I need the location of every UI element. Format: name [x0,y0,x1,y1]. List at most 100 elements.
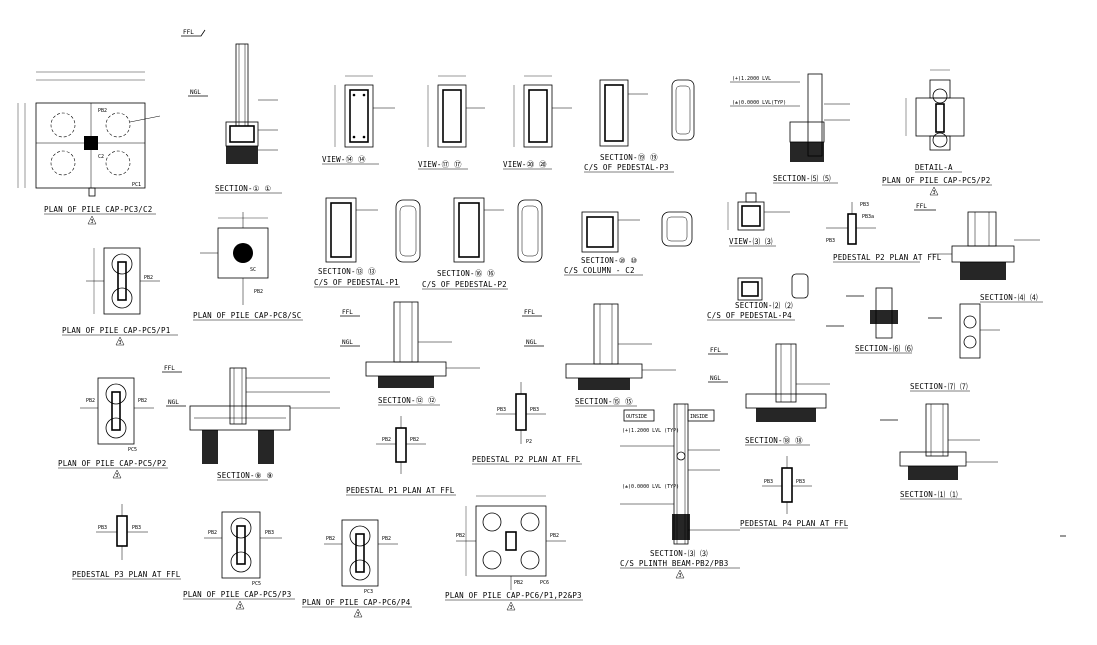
section-22: SECTION-⑵ ⑵ C/S OF PEDESTAL-P4 [707,273,809,321]
title-section-24: SECTION-⑷ ⑷ [980,292,1038,302]
label-c2: C2 [98,154,104,160]
title-plan-pc5-p2: PLAN OF PILE CAP-PC5/P2 [58,459,166,468]
section-15: FFL NGL SECTION-⑮ ⑮ [522,303,676,407]
section-23: OUTSIDE INSIDE (+)1.2000 LVL (TYP) (±)0.… [620,403,740,579]
title-plan-pc8: PLAN OF PILE CAP-PC8/SC [193,311,301,320]
pedestal-p3-plan: PB3 PB3 PEDESTAL P3 PLAN AT FFL [72,504,181,580]
section-26: SECTION-⑹ ⑹ [826,287,913,354]
label-ffl: FFL [342,309,353,316]
detail-a: DETAIL-A PLAN OF PILE CAP-PC5/P2 3 [882,69,992,196]
label-level-zero-typ: (±)0.0000 LVL (TYP) [622,484,679,490]
title-section-10: SECTION-⑩ ⑩ [581,256,637,265]
label-pb2: PB2 [382,536,391,542]
label-pb2: PB2 [138,398,147,404]
label-inside: INSIDE [690,414,708,420]
label-level-zero: (±)0.0000 LVL(TYP) [732,100,786,106]
label-pb2: PB2 [456,533,465,539]
label-pb2: PB2 [144,275,153,281]
title-pedestal-p1-plan: PEDESTAL P1 PLAN AT FFL [346,486,455,495]
title-plan-pc5-p1: PLAN OF PILE CAP-PC5/P1 [62,326,170,335]
pedestal-p1-plan: PB2 PB2 PEDESTAL P1 PLAN AT FFL [346,416,456,496]
label-pb3: PB3 [796,479,805,485]
title-plan-pc5-p2-top: PLAN OF PILE CAP-PC5/P2 [882,176,990,185]
label-p2: P2 [526,439,532,445]
view-23: VIEW-⑶ ⑶ [727,192,790,247]
sheet-marker: 3 [679,573,682,579]
label-pb3: PB3 [764,479,773,485]
section-24: FFL SECTION-⑷ ⑷ [914,203,1043,303]
label-ffl: FFL [524,309,535,316]
plan-pile-cap-pc5-p3: PB2 PB3 PC5 PLAN OF PILE CAP-PC5/P3 3 [183,511,295,610]
subtitle-section-13: C/S OF PEDESTAL-P1 [314,278,399,287]
title-plan-pc6-p123: PLAN OF PILE CAP-PC6/P1,P2&P3 [445,591,582,600]
plan-pile-cap-pc6-p123: PB2 PB2 PB2 PC6 PLAN OF PILE CAP-PC6/P1,… [445,495,583,611]
subtitle-section-22: C/S OF PEDESTAL-P4 [707,311,792,320]
section-9: FFL NGL SECTION-⑨ ⑨ [162,365,340,481]
label-pb2: PB2 [86,398,95,404]
pedestal-p2-plan: PB3 PB3 P2 PEDESTAL P2 PLAN AT FFL [472,382,582,465]
title-view-17: VIEW-⑰ ⑰ [418,160,462,169]
title-section-22: SECTION-⑵ ⑵ [735,300,793,310]
label-pc5: PC5 [128,447,137,453]
label-pb3: PB3 [530,407,539,413]
detail-small-right [928,303,1000,359]
label-pb3: PB3 [265,530,274,536]
label-pc5: PC5 [252,581,261,587]
label-ngl: NGL [710,375,721,382]
title-section-19: SECTION-⑲ ⑲ [600,153,658,162]
label-pb2: PB2 [254,289,263,295]
title-section-21: SECTION-⑴ ⑴ [900,489,958,499]
title-plan-pc5-p3: PLAN OF PILE CAP-PC5/P3 [183,590,291,599]
title-section-18: SECTION-⑱ ⑱ [745,436,803,445]
view-20: VIEW-⑳ ⑳ [503,75,572,170]
label-outside: OUTSIDE [626,414,647,420]
title-pedestal-p4-plan: PEDESTAL P4 PLAN AT FFL [740,519,849,528]
sheet-marker: 3 [510,605,513,611]
label-pc1: PC1 [132,182,141,188]
subtitle-section-16: C/S OF PEDESTAL-P2 [422,280,507,289]
plan-pile-cap-pc3: PB2 C2 PC1 PLAN OF PILE CAP-PC3/C2 3 [17,71,161,225]
label-pb2: PB2 [550,533,559,539]
title-section-25: SECTION-⑸ ⑸ [773,173,831,183]
title-plan-pc6-p4: PLAN OF PILE CAP-PC6/P4 [302,598,411,607]
label-pb2: PB2 [98,108,107,114]
label-pb3: PB3 [860,202,869,208]
title-view-14: VIEW-⑭ ⑭ [322,155,366,164]
section-19: SECTION-⑲ ⑲ C/S OF PEDESTAL-P3 [584,79,695,173]
title-pedestal-p2-plan: PEDESTAL P2 PLAN AT FFL [472,455,581,464]
plan-pile-cap-pc6-p4: PB2 PB2 PC3 PLAN OF PILE CAP-PC6/P4 3 [302,519,412,618]
title-section-9: SECTION-⑨ ⑨ [217,471,273,480]
title-section-16: SECTION-⑯ ⑯ [437,269,495,278]
label-pc3: PC3 [364,589,373,595]
section-25: (+)1.2000 LVL (±)0.0000 LVL(TYP) SECTION… [730,73,850,184]
label-sc: SC [250,267,256,273]
label-pb3: PB3 [826,238,835,244]
view-14: VIEW-⑭ ⑭ [322,75,395,165]
pedestal-p4-plan: PB3 PB3 PEDESTAL P4 PLAN AT FFL [740,456,849,529]
title-view-20: VIEW-⑳ ⑳ [503,160,547,169]
section-10: SECTION-⑩ ⑩ C/S COLUMN - C2 [564,211,693,276]
title-view-23: VIEW-⑶ ⑶ [729,236,773,246]
title-pedestal-p2-plan-top: PEDESTAL P2 PLAN AT FFL [833,253,942,262]
label-pb2: PB2 [410,437,419,443]
label-ffl: FFL [183,29,194,36]
section-16: SECTION-⑯ ⑯ C/S OF PEDESTAL-P2 [422,197,543,290]
plan-pile-cap-pc8: SC PB2 PLAN OF PILE CAP-PC8/SC [193,212,303,321]
label-pb3: PB3 [132,525,141,531]
label-pb2: PB2 [382,437,391,443]
title-section-12: SECTION-⑫ ⑫ [378,396,436,405]
subtitle-section-10: C/S COLUMN - C2 [564,266,635,275]
label-pb3: PB3 [497,407,506,413]
plan-pile-cap-pc5-p2: PB2 PB2 PC5 PLAN OF PILE CAP-PC5/P2 3 [58,377,168,479]
label-ngl: NGL [168,399,179,406]
sheet-marker: 3 [933,190,936,196]
pedestal-p2-plan-top: PB3 PB3a PB3 PEDESTAL P2 PLAN AT FFL [826,202,942,263]
title-section-15: SECTION-⑮ ⑮ [575,397,633,406]
section-21: SECTION-⑴ ⑴ [880,403,998,500]
label-pb2: PB2 [208,530,217,536]
title-section-23: SECTION-⑶ ⑶ [650,548,708,558]
subtitle-section-23: C/S PLINTH BEAM-PB2/PB3 [620,559,728,568]
sheet-marker: 3 [91,219,94,225]
title-section-27: SECTION-⑺ ⑺ [910,381,968,391]
